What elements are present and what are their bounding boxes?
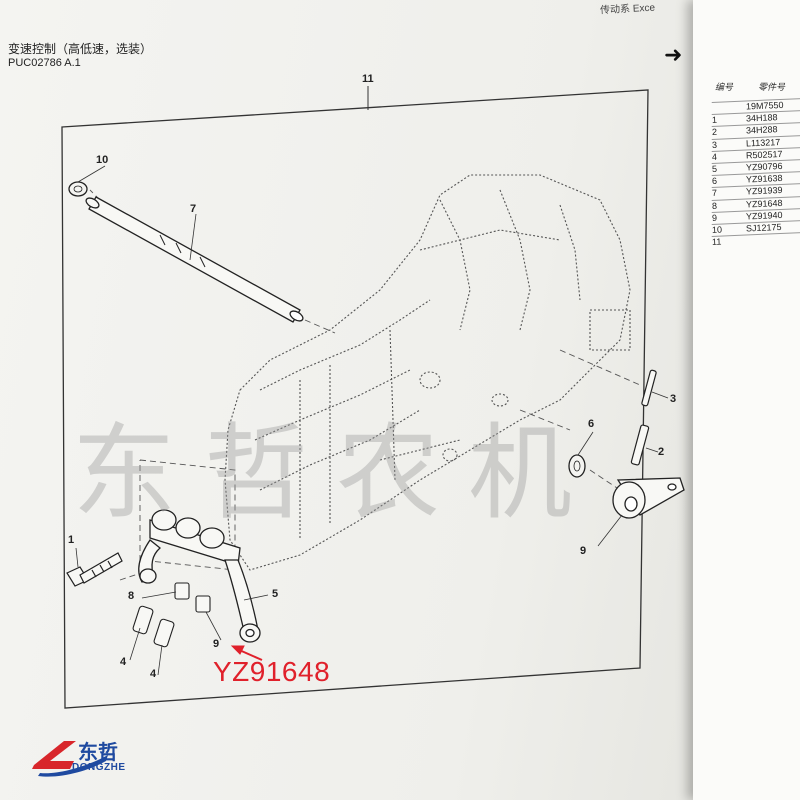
- dongzhe-logo-icon: [32, 741, 108, 777]
- document-page-right: [693, 0, 800, 800]
- pad-part-4: [132, 605, 175, 648]
- callout-5: 10: [96, 154, 109, 166]
- callout-8: 7: [190, 203, 197, 215]
- spring-pin-part-3: [641, 369, 657, 407]
- callout-11: 11: [362, 73, 374, 85]
- callout-9b: 9: [213, 638, 220, 650]
- row-part-number: [746, 233, 800, 247]
- table-row: 11: [711, 232, 800, 249]
- row-number: 11: [711, 236, 722, 248]
- table-header-part: 零件号: [758, 82, 786, 92]
- bolt-part-1: [66, 552, 123, 587]
- row-number: 7: [711, 188, 718, 199]
- oring-part-6: [568, 454, 586, 478]
- document-code: PUC02786 A.1: [8, 57, 81, 69]
- callout-1: 1: [68, 534, 75, 546]
- seal-part-5: [68, 181, 88, 197]
- callout-6: 6: [588, 418, 595, 430]
- callout-4a: 4: [120, 656, 127, 668]
- highlight-part-number: YZ91648: [213, 656, 331, 687]
- callout-4b: 4: [150, 668, 157, 680]
- callout-7: 5: [272, 588, 279, 600]
- fork-block-part-9: [174, 582, 211, 613]
- logo-subtext: DONGZHE: [72, 762, 126, 773]
- diagram-frame: [61, 89, 649, 709]
- logo-wordmark: 东哲: [78, 742, 118, 764]
- document-page-left: [0, 0, 700, 800]
- watermark-text: 东哲农机: [72, 412, 601, 534]
- pin-part-2: [630, 424, 650, 466]
- highlight-arrow-icon: [230, 645, 263, 661]
- shift-shaft-part-8: [85, 196, 304, 323]
- page-title: 变速控制（高低速，选装）: [8, 42, 153, 56]
- callout-10: 9: [580, 545, 587, 557]
- table-header-number: 编号: [715, 82, 734, 92]
- callout-3: 3: [670, 393, 677, 405]
- next-page-arrow-icon: ➜: [664, 42, 683, 67]
- transmission-housing: [224, 174, 631, 571]
- row-number: 2: [711, 127, 718, 138]
- callout-2: 2: [658, 446, 665, 458]
- shift-lever-part-10: [612, 477, 685, 519]
- shift-fork-part-7: [138, 509, 261, 643]
- callout-9a: 8: [128, 590, 135, 602]
- callout-leaders: [75, 165, 669, 676]
- exploded-parts-diagram: [61, 86, 685, 709]
